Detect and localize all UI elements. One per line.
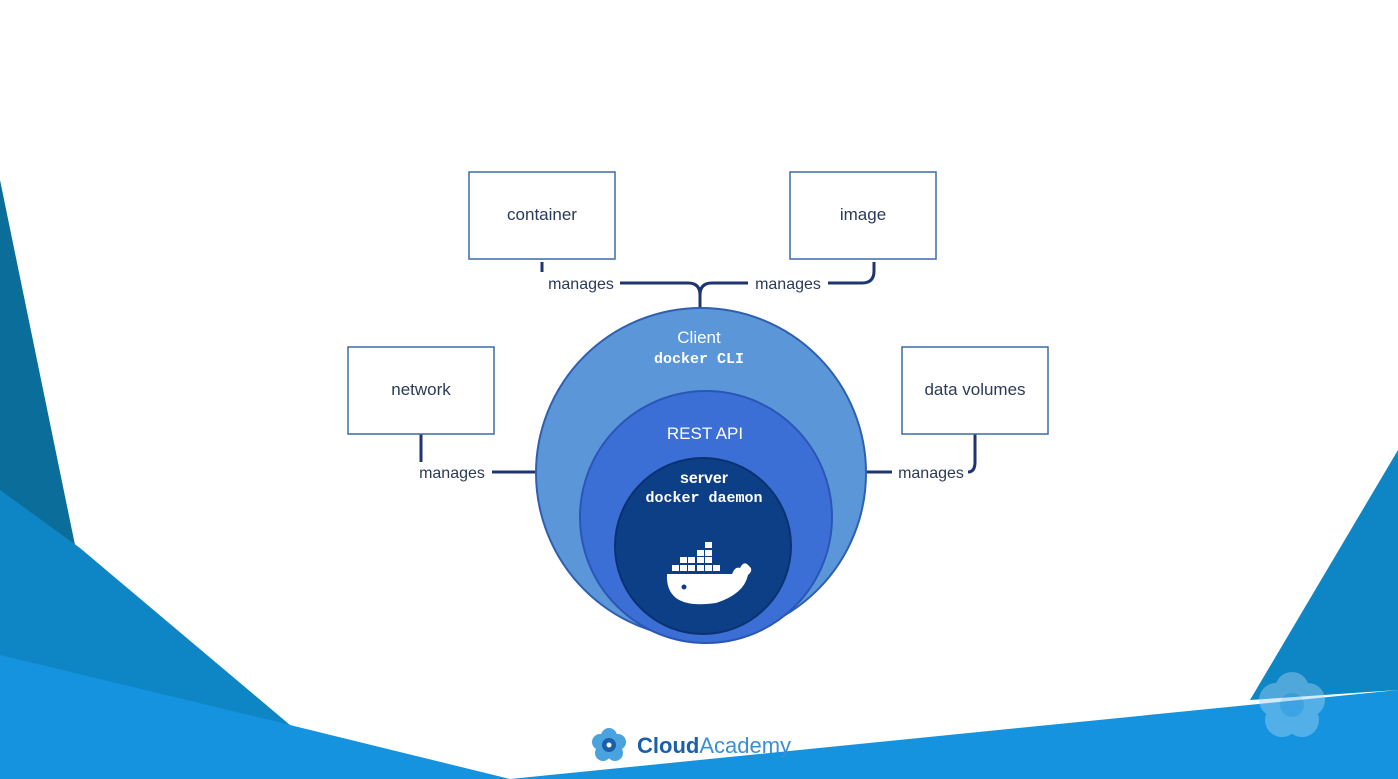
- brand-name-cloud: Cloud: [637, 733, 699, 758]
- cloudacademy-watermark-icon: [1259, 672, 1325, 737]
- node-data-volumes-label: data volumes: [924, 380, 1025, 399]
- edge-label-network: manages: [419, 465, 485, 482]
- server-subtitle: docker daemon: [645, 490, 762, 507]
- connectors: [419, 262, 977, 474]
- connector-container-h: [620, 281, 702, 310]
- node-network-label: network: [391, 380, 451, 399]
- node-data-volumes: data volumes: [901, 346, 1049, 435]
- node-container: container: [468, 171, 616, 260]
- docker-architecture-rings: Client docker CLI REST API server docker…: [535, 307, 867, 644]
- node-network: network: [347, 346, 495, 435]
- cloudacademy-logo-icon: [592, 728, 626, 761]
- rest-api-title: REST API: [667, 424, 743, 443]
- client-title: Client: [677, 328, 721, 347]
- connector-volumes-v: [967, 434, 977, 474]
- connector-image: [828, 262, 876, 285]
- connector-top-join: [698, 281, 713, 296]
- node-image-label: image: [840, 205, 886, 224]
- node-image: image: [789, 171, 937, 260]
- docker-whale-icon: [666, 542, 752, 605]
- server-title: server: [680, 470, 728, 487]
- brand-name-academy: Academy: [699, 733, 791, 758]
- edge-label-container: manages: [548, 276, 614, 293]
- client-subtitle: docker CLI: [654, 351, 744, 368]
- edge-label-data-volumes: manages: [898, 465, 964, 482]
- server-ring: [614, 457, 792, 635]
- edge-label-image: manages: [755, 276, 821, 293]
- background-decoration: [0, 180, 1398, 779]
- node-container-label: container: [507, 205, 577, 224]
- cloudacademy-logo: CloudAcademy: [592, 728, 791, 761]
- svg-text:CloudAcademy: CloudAcademy: [637, 733, 791, 758]
